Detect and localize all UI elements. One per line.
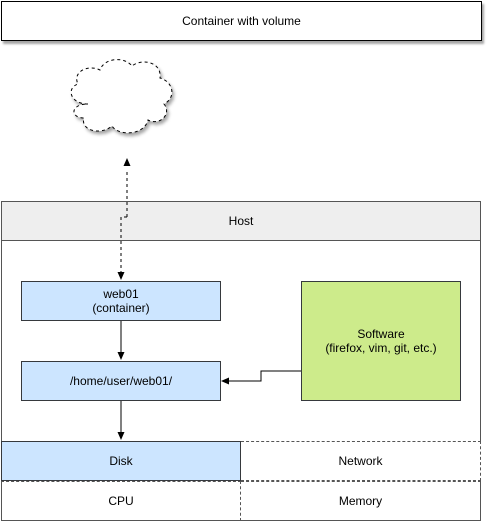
software-title: Software [357,327,405,341]
host-label: Host [228,214,254,228]
container-name: web01 [103,287,139,301]
software-node[interactable]: Software (firefox, vim, git, etc.) [301,281,461,401]
network-cell[interactable]: Network [241,441,481,481]
software-list: (firefox, vim, git, etc.) [325,341,437,355]
disk-cell[interactable]: Disk [1,441,241,481]
host-header: Host [1,201,481,241]
arrow-to-cloud [123,158,131,166]
cloud-icon [70,59,173,134]
network-label: Network [338,454,383,468]
cpu-cell[interactable]: CPU [1,481,241,521]
container-node[interactable]: web01 (container) [21,281,221,321]
memory-cell[interactable]: Memory [241,481,481,521]
memory-label: Memory [338,494,383,508]
volume-path-node[interactable]: /home/user/web01/ [21,361,221,401]
container-type: (container) [92,301,150,315]
arrow-up-head [123,160,131,168]
cpu-label: CPU [108,494,134,508]
diagram-title: Container with volume [1,1,482,41]
disk-label: Disk [109,454,133,468]
diagram-title-text: Container with volume [182,14,301,28]
volume-path-label: /home/user/web01/ [69,374,173,388]
